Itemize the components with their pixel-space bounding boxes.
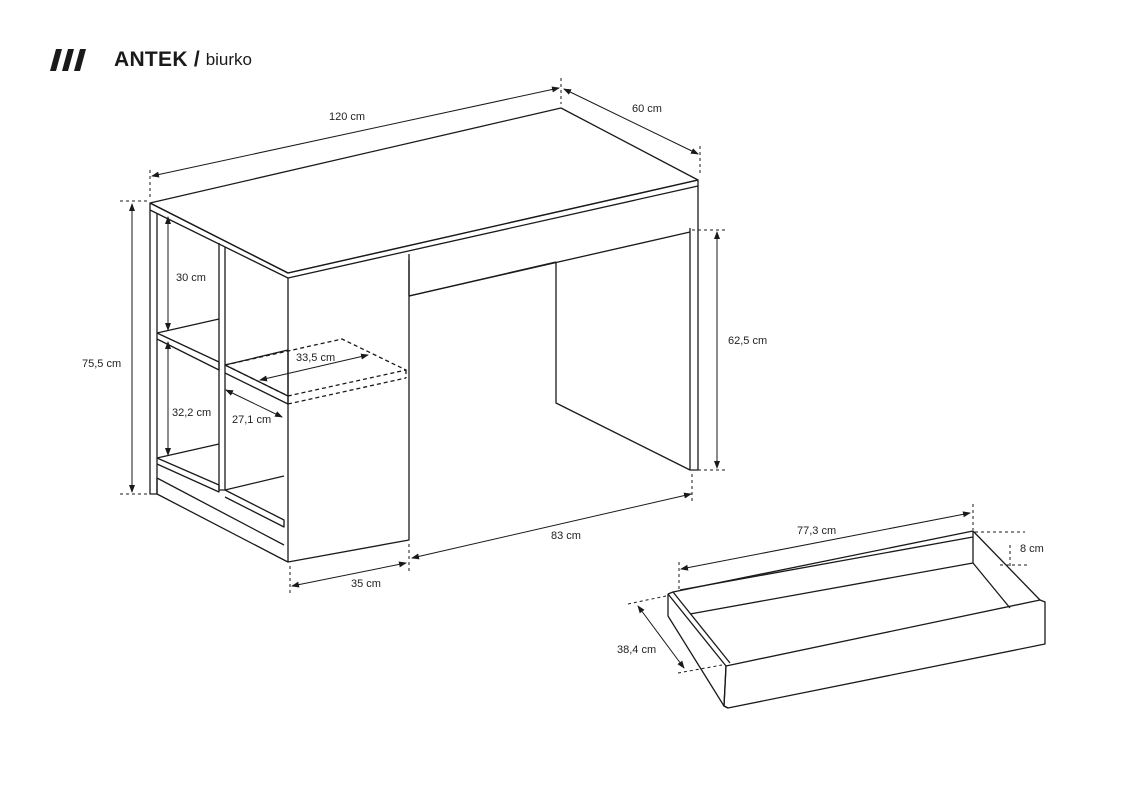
cabinet-divider (218, 243, 226, 491)
lower-shelf (156, 457, 220, 493)
drawer-dimension-lines (627, 504, 1028, 674)
page-header: ANTEK / biurko (50, 46, 252, 74)
cabinet-front-panel (287, 254, 410, 563)
label-height: 75,5 cm (82, 358, 121, 370)
label-lower-shelf: 32,2 cm (172, 407, 211, 419)
dimension-labels: 120 cm 60 cm 75,5 cm 62,5 cm 30 cm 32,2 … (82, 103, 1044, 656)
label-knee-height: 62,5 cm (728, 335, 767, 347)
label-drawer-depth: 38,4 cm (617, 644, 656, 656)
dimension-lines (120, 78, 726, 596)
drawer-front (723, 599, 1046, 709)
triple-slash-logo-icon (50, 49, 86, 71)
label-upper-shelf: 30 cm (176, 272, 206, 284)
drawer-back (672, 530, 1041, 601)
title-separator: / (193, 48, 200, 71)
cabinet-plinth (156, 478, 289, 563)
label-drawer-height: 8 cm (1020, 543, 1044, 555)
upper-shelf (156, 332, 220, 371)
desk-right-leg (689, 186, 699, 471)
label-width: 120 cm (329, 111, 365, 123)
label-shelf-depth: 27,1 cm (232, 414, 271, 426)
label-shelf-width: 33,5 cm (296, 352, 335, 364)
desk-body (149, 107, 699, 563)
middle-shelf (224, 364, 289, 405)
label-depth: 60 cm (632, 103, 662, 115)
cabinet-left-panel (149, 210, 157, 495)
product-type: biurko (205, 50, 252, 69)
desk-top-front-edge (149, 179, 699, 274)
label-drawer-width: 77,3 cm (797, 525, 836, 537)
brand-name: ANTEK (114, 48, 188, 71)
label-knee-width: 83 cm (551, 530, 581, 542)
drawer-left-side (667, 594, 729, 709)
label-cabinet-width: 35 cm (351, 578, 381, 590)
drawer (667, 530, 1046, 709)
